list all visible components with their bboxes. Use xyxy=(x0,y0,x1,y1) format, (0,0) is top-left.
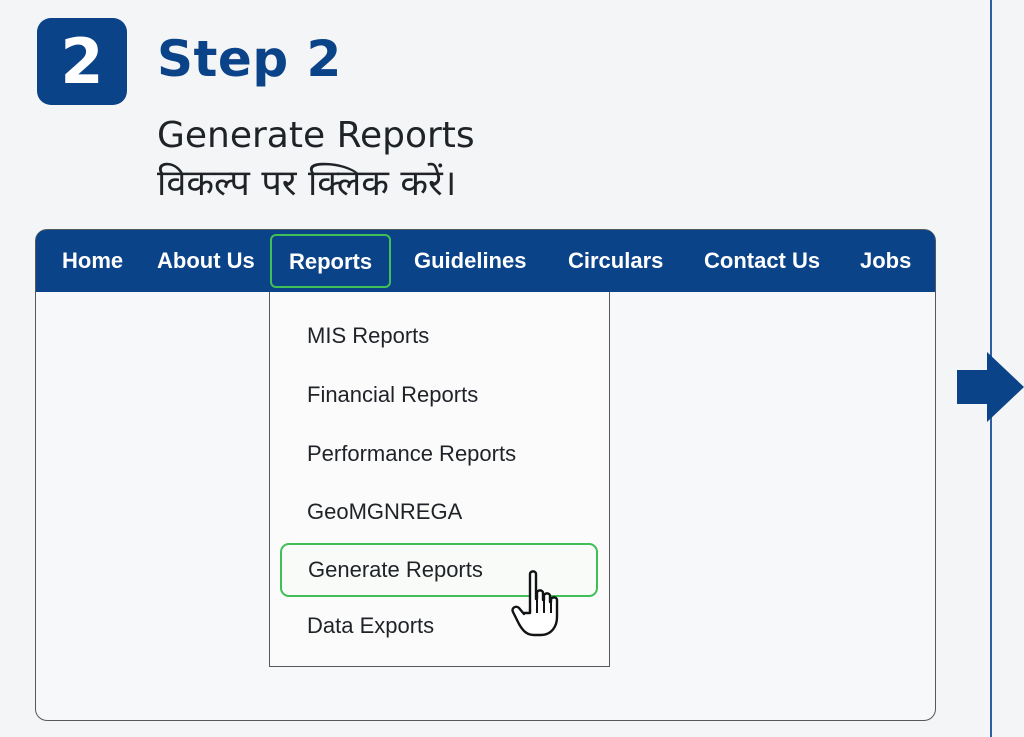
nav-item-home[interactable]: Home xyxy=(62,248,124,273)
step-instruction: Generate Reports विकल्प पर क्लिक करें। xyxy=(157,112,475,208)
instruction-hindi: विकल्प पर क्लिक करें। xyxy=(157,163,457,204)
instruction-english: Generate Reports xyxy=(157,115,475,156)
step-title: Step 2 xyxy=(157,30,342,88)
website-mockup: Home About Us Reports Guidelines Circula… xyxy=(35,229,936,721)
menu-item-financial-reports[interactable]: Financial Reports xyxy=(307,382,479,407)
menu-item-geomgnrega[interactable]: GeoMGNREGA xyxy=(307,499,463,524)
menu-item-performance-reports[interactable]: Performance Reports xyxy=(307,441,517,466)
hand-pointer-icon xyxy=(511,570,559,637)
menu-item-generate-reports[interactable]: Generate Reports xyxy=(280,543,598,597)
menu-item-data-exports[interactable]: Data Exports xyxy=(307,613,435,638)
reports-dropdown-menu: MIS Reports Financial Reports Performanc… xyxy=(269,292,610,667)
nav-item-reports[interactable]: Reports xyxy=(270,234,392,288)
arrow-right-icon xyxy=(957,352,1024,422)
step-number-badge: 2 xyxy=(37,18,127,105)
nav-item-contact-us[interactable]: Contact Us xyxy=(704,248,821,273)
menu-item-mis-reports[interactable]: MIS Reports xyxy=(307,323,430,348)
nav-item-circulars[interactable]: Circulars xyxy=(568,248,664,273)
nav-item-guidelines[interactable]: Guidelines xyxy=(414,248,527,273)
nav-item-about-us[interactable]: About Us xyxy=(157,248,255,273)
top-navigation-bar: Home About Us Reports Guidelines Circula… xyxy=(36,230,935,292)
nav-item-jobs[interactable]: Jobs xyxy=(860,248,912,273)
